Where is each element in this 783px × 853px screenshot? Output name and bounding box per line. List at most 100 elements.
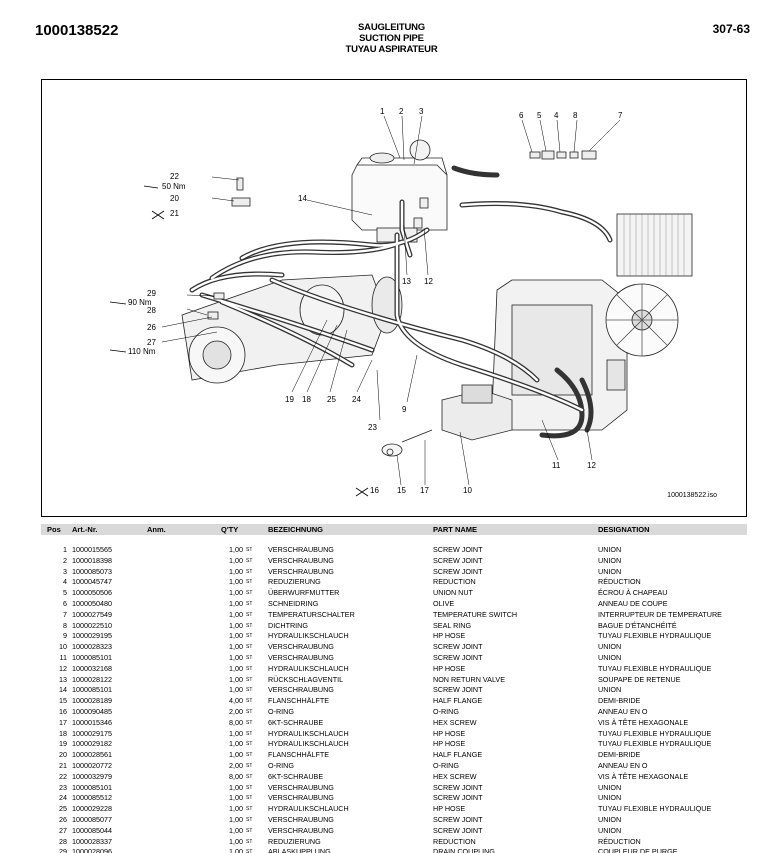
row-unit: ST [246, 784, 253, 791]
row-part-name: SCREW JOINT [433, 825, 483, 835]
torque-90nm: 90 Nm [128, 298, 152, 307]
parts-table-header: Pos Art.-Nr. Anm. Q'TY BEZEICHNUNG PART … [41, 524, 747, 535]
callout-7: 7 [618, 111, 623, 120]
row-unit: ST [246, 622, 253, 629]
row-designation: TUYAU FLEXIBLE HYDRAULIQUE [598, 739, 712, 749]
page-number: 307-63 [712, 22, 750, 36]
row-designation: UNION [598, 793, 622, 803]
row-unit: ST [246, 687, 253, 694]
row-unit: ST [246, 719, 253, 726]
row-bezeichnung: HYDRAULIKSCHLAUCH [268, 804, 349, 814]
row-bezeichnung: O-RING [268, 760, 294, 770]
row-part-name: SCREW JOINT [433, 793, 483, 803]
row-art-nr: 1000050506 [72, 588, 112, 598]
row-art-nr: 1000032168 [72, 663, 112, 673]
row-pos: 25 [59, 804, 67, 814]
row-unit: ST [246, 600, 253, 607]
row-part-name: UNION NUT [433, 588, 473, 598]
header-part-name: PART NAME [433, 525, 478, 534]
callout-21: 21 [170, 209, 179, 218]
row-pos: 15 [59, 696, 67, 706]
header-anm: Anm. [147, 525, 166, 534]
row-part-name: O-RING [433, 760, 459, 770]
row-art-nr: 1000085101 [72, 782, 112, 792]
row-unit: ST [246, 633, 253, 640]
row-designation: ANNEAU DE COUPE [598, 598, 668, 608]
row-designation: RÉDUCTION [598, 577, 641, 587]
row-art-nr: 1000085512 [72, 793, 112, 803]
row-unit: ST [246, 611, 253, 618]
row-qty: 1,00 [229, 825, 243, 835]
document-title: SAUGLEITUNG SUCTION PIPE TUYAU ASPIRATEU… [0, 22, 783, 55]
row-art-nr: 1000029175 [72, 728, 112, 738]
row-designation: UNION [598, 566, 622, 576]
row-qty: 1,00 [229, 674, 243, 684]
row-pos: 17 [59, 717, 67, 727]
row-designation: UNION [598, 545, 622, 554]
row-part-name: NON RETURN VALVE [433, 674, 506, 684]
row-designation: TUYAU FLEXIBLE HYDRAULIQUE [598, 663, 712, 673]
row-qty: 1,00 [229, 642, 243, 652]
row-part-name: O-RING [433, 706, 459, 716]
callout-12-lower: 12 [587, 461, 596, 470]
header-bezeichnung: BEZEICHNUNG [268, 525, 324, 534]
row-bezeichnung: SCHNEIDRING [268, 598, 319, 608]
row-bezeichnung: O-RING [268, 706, 294, 716]
row-art-nr: 1000032979 [72, 771, 112, 781]
row-bezeichnung: VERSCHRAUBUNG [268, 814, 334, 824]
callout-6: 6 [519, 111, 524, 120]
row-pos: 27 [59, 825, 67, 835]
row-art-nr: 1000028337 [72, 836, 112, 846]
row-bezeichnung: VERSCHRAUBUNG [268, 782, 334, 792]
row-pos: 12 [59, 663, 67, 673]
row-qty: 1,00 [229, 652, 243, 662]
row-art-nr: 1000015346 [72, 717, 112, 727]
row-unit: ST [246, 708, 253, 715]
row-art-nr: 1000085073 [72, 566, 112, 576]
callout-22: 22 [170, 172, 179, 181]
row-unit: ST [246, 795, 253, 802]
row-part-name: SCREW JOINT [433, 545, 483, 554]
row-bezeichnung: VERSCHRAUBUNG [268, 825, 334, 835]
callout-28: 28 [147, 306, 156, 315]
row-pos: 5 [63, 588, 67, 598]
row-designation: UNION [598, 825, 622, 835]
row-qty: 1,00 [229, 598, 243, 608]
row-qty: 1,00 [229, 793, 243, 803]
row-bezeichnung: REDUZIERUNG [268, 836, 321, 846]
callout-1: 1 [380, 107, 385, 116]
row-part-name: HALF FLANGE [433, 696, 483, 706]
row-part-name: HP HOSE [433, 804, 466, 814]
row-part-name: HALF FLANGE [433, 750, 483, 760]
row-art-nr: 1000028096 [72, 847, 112, 853]
row-bezeichnung: VERSCHRAUBUNG [268, 545, 334, 554]
row-part-name: HP HOSE [433, 728, 466, 738]
row-designation: ÉCROU À CHAPEAU [598, 588, 668, 598]
row-part-name: SCREW JOINT [433, 685, 483, 695]
callout-29: 29 [147, 289, 156, 298]
row-designation: SOUPAPE DE RETENUE [598, 674, 681, 684]
row-pos: 28 [59, 836, 67, 846]
row-part-name: DRAIN COUPLING [433, 847, 495, 853]
row-pos: 21 [59, 760, 67, 770]
row-designation: UNION [598, 555, 622, 565]
row-designation: ANNEAU EN O [598, 760, 648, 770]
row-part-name: REDUCTION [433, 836, 476, 846]
row-qty: 1,00 [229, 782, 243, 792]
row-designation: VIS À TÊTE HEXAGONALE [598, 717, 689, 727]
